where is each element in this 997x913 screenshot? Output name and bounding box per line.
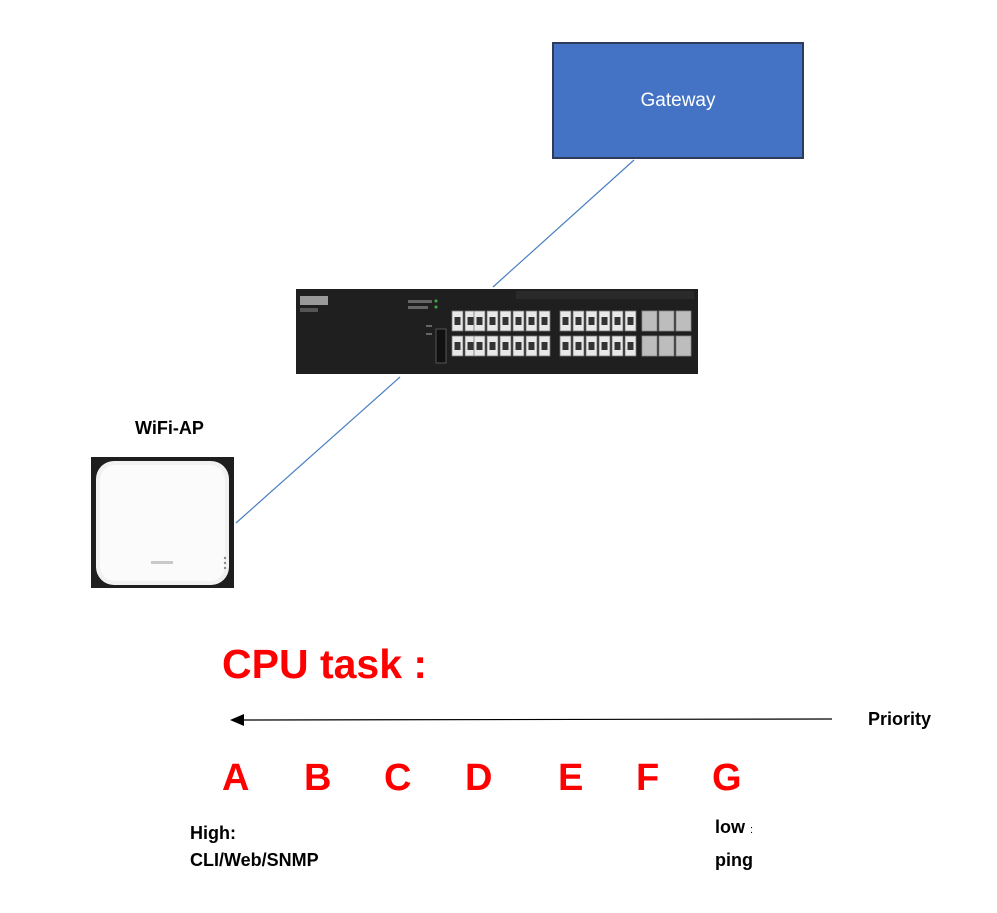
task-f: F [636, 757, 660, 799]
link-switch-gateway [492, 159, 635, 288]
switch-port-socket [454, 317, 461, 325]
high-label: High: [190, 823, 236, 843]
switch-port-socket [562, 342, 569, 350]
switch-port-socket [601, 342, 608, 350]
link-ap-switch [235, 376, 401, 524]
switch-port-socket [476, 342, 483, 350]
switch-port-socket [575, 317, 582, 325]
switch-port-socket [627, 342, 634, 350]
task-d: D [465, 757, 493, 799]
cpu-task-title: CPU task : [222, 641, 428, 687]
switch-port-socket [476, 317, 483, 325]
switch-port-socket [515, 342, 522, 350]
task-e: E [558, 757, 584, 799]
low-description: ping [715, 850, 753, 870]
priority-arrowhead [230, 714, 244, 726]
switch-port-socket [502, 342, 509, 350]
switch-port-socket [528, 342, 535, 350]
switch-port-socket [541, 342, 548, 350]
switch-port-socket [467, 317, 474, 325]
task-g: G [712, 757, 742, 799]
switch-sfp-port [658, 310, 675, 332]
gateway-label: Gateway [640, 89, 716, 111]
switch-port-socket [562, 317, 569, 325]
switch-port-socket [515, 317, 522, 325]
switch-sfp-port [641, 335, 658, 357]
switch-port-socket [575, 342, 582, 350]
switch-sfp-port [641, 310, 658, 332]
task-c: C [384, 757, 412, 799]
switch-sfp-port [675, 310, 692, 332]
switch-port-socket [502, 317, 509, 325]
switch-sfp-port [658, 335, 675, 357]
low-priority-note: low : ping [715, 812, 753, 875]
switch-port-socket [627, 317, 634, 325]
network-switch-icon [296, 289, 698, 374]
wifi-access-point-icon [91, 457, 234, 588]
switch-port-socket [601, 317, 608, 325]
low-label: low [715, 817, 745, 837]
wifi-ap-label: WiFi-AP [135, 418, 204, 438]
switch-port-socket [614, 342, 621, 350]
switch-port-socket [454, 342, 461, 350]
priority-label: Priority [868, 709, 932, 729]
gateway-node: Gateway [552, 42, 804, 159]
switch-port-socket [489, 342, 496, 350]
switch-sfp-port [675, 335, 692, 357]
switch-port-socket [588, 317, 595, 325]
switch-port-socket [528, 317, 535, 325]
switch-port-socket [467, 342, 474, 350]
high-description: CLI/Web/SNMP [190, 850, 319, 870]
task-a: A [222, 757, 250, 799]
priority-arrow [237, 718, 833, 721]
switch-port-socket [541, 317, 548, 325]
switch-port-socket [614, 317, 621, 325]
switch-port-socket [588, 342, 595, 350]
task-b: B [304, 757, 332, 799]
high-priority-note: High: CLI/Web/SNMP [190, 820, 319, 874]
switch-port-socket [489, 317, 496, 325]
low-colon: : [750, 824, 754, 836]
